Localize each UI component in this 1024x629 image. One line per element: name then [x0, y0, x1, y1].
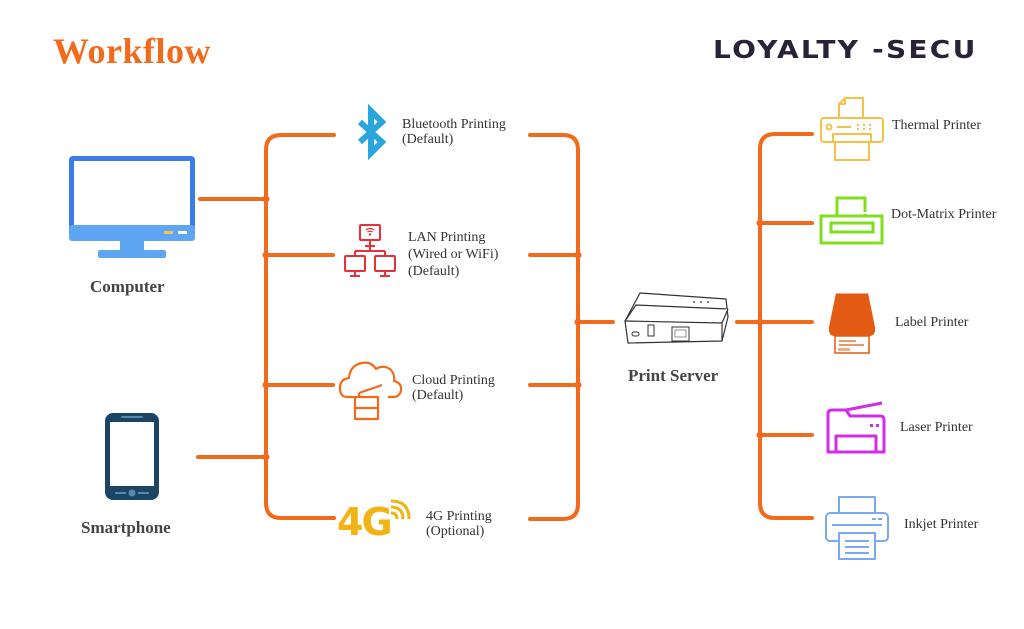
diagram-title: Workflow [53, 31, 212, 71]
cloud-printer-icon [338, 361, 403, 421]
right-bus [758, 132, 814, 520]
junction-dot [574, 251, 582, 259]
laser-printer-label: Laser Printer [900, 420, 973, 435]
brand-logo: LOYALTY -SECU [713, 35, 978, 64]
junction-dot [756, 318, 764, 326]
junction-dot [262, 381, 270, 389]
label-printer-label: Label Printer [895, 315, 969, 330]
desktop-monitor-icon [69, 156, 195, 258]
inkjet-printer-label: Inkjet Printer [904, 517, 979, 532]
junction-dot [574, 381, 582, 389]
thermal-printer-label: Thermal Printer [892, 118, 982, 133]
middle-bus [528, 133, 580, 521]
network-icon [344, 224, 396, 277]
laser-printer-icon [826, 401, 886, 454]
bluetooth-printing-label: Bluetooth Printing (Default) [402, 117, 506, 147]
smartphone-icon [105, 413, 159, 500]
junction-dot [756, 219, 764, 227]
dot-matrix-printer-icon [819, 196, 884, 245]
thermal-printer-icon [820, 97, 884, 161]
bluetooth-icon [357, 103, 387, 161]
cloud-printing-label: Cloud Printing (Default) [412, 373, 495, 403]
4g-printing-label: 4G Printing (Optional) [426, 509, 492, 539]
computer-label: Computer [90, 277, 165, 296]
4g-text: 4G [337, 500, 393, 544]
label-printer-icon [828, 292, 876, 354]
left-bus [264, 133, 336, 520]
junction-dot [262, 195, 270, 203]
smartphone-label: Smartphone [81, 518, 171, 537]
4g-signal-icon: 4G [337, 499, 417, 547]
signal-waves-icon [390, 499, 411, 520]
print-server-icon [624, 292, 729, 344]
dot-matrix-printer-label: Dot-Matrix Printer [891, 207, 997, 222]
inkjet-printer-icon [825, 496, 889, 560]
junction-dot [262, 453, 270, 461]
print-server-label: Print Server [628, 366, 719, 385]
lan-printing-label: LAN Printing (Wired or WiFi) (Default) [408, 230, 499, 279]
junction-dot [574, 318, 582, 326]
junction-dot [756, 431, 764, 439]
junction-dot [262, 251, 270, 259]
